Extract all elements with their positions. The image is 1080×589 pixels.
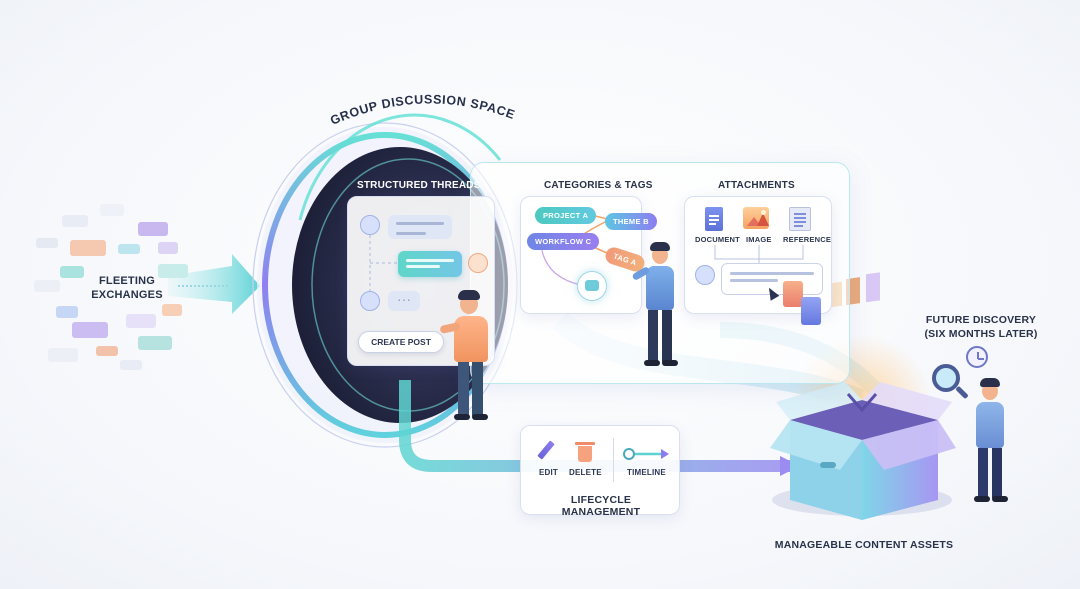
tags-panel: PROJECT A THEME B WORKFLOW C TAG A [520,196,657,314]
reference-icon [789,207,811,231]
edit-label: EDIT [539,468,559,477]
person-threads [439,290,500,426]
lifecycle-panel: EDIT DELETE TIMELINE LIFECYCLE MANAGEMEN… [520,425,680,518]
divider [613,438,614,482]
dotted-connector [178,285,228,287]
avatar [360,291,380,311]
edit-button[interactable] [537,440,559,462]
chat-bubble-icon [577,271,607,301]
fleeting-bubbles [30,200,190,370]
avatar [695,265,715,285]
timeline-icon[interactable] [621,444,673,464]
tag-theme-b[interactable]: THEME B [605,213,657,230]
document-label: DOCUMENT [695,235,740,244]
categories-tags-label: CATEGORIES & TAGS [544,180,653,191]
tag-project-a[interactable]: PROJECT A [535,207,597,224]
chat-bubble-teal [398,251,462,277]
avatar [468,253,488,273]
document-icon [705,207,723,231]
trash-icon[interactable] [575,442,595,462]
svg-text:GROUP DISCUSSION SPACE: GROUP DISCUSSION SPACE [328,92,517,127]
reference-label: REFERENCE [783,235,832,244]
group-discussion-label-svg: GROUP DISCUSSION SPACE [328,92,517,127]
tag-workflow-c[interactable]: WORKFLOW C [527,233,600,250]
image-icon [743,207,769,229]
typing-bubble: ··· [388,291,420,311]
delete-label: DELETE [569,468,602,477]
thread-lines [369,235,398,297]
future-discovery-label: FUTURE DISCOVERY (SIX MONTHS LATER) [924,314,1038,340]
group-discussion-space-label: GROUP DISCUSSION SPACE [328,92,516,127]
fleeting-exchanges-label: FLEETING EXCHANGES [91,275,163,301]
post-card [721,263,823,295]
attachments-label: ATTACHMENTS [718,180,795,191]
link-file-icon [783,281,803,307]
clock-icon [966,346,988,368]
timeline-label: TIMELINE [627,468,666,477]
attachments-panel: DOCUMENT IMAGE REFERENCE [684,196,832,325]
create-post-button[interactable]: CREATE POST [358,331,444,353]
avatar [360,215,380,235]
lifecycle-management-label: LIFECYCLE MANAGEMENT [561,494,641,518]
doc-file-icon [801,297,821,325]
chat-bubble [388,215,452,239]
structured-threads-label: STRUCTURED THREADS [357,180,481,191]
manageable-content-assets-label: MANAGEABLE CONTENT ASSETS [774,539,954,551]
attach-connectors [714,245,804,265]
image-label: IMAGE [746,235,772,244]
pencil-icon [537,440,555,460]
person-tags [631,240,688,368]
person-discovery [960,378,1016,506]
